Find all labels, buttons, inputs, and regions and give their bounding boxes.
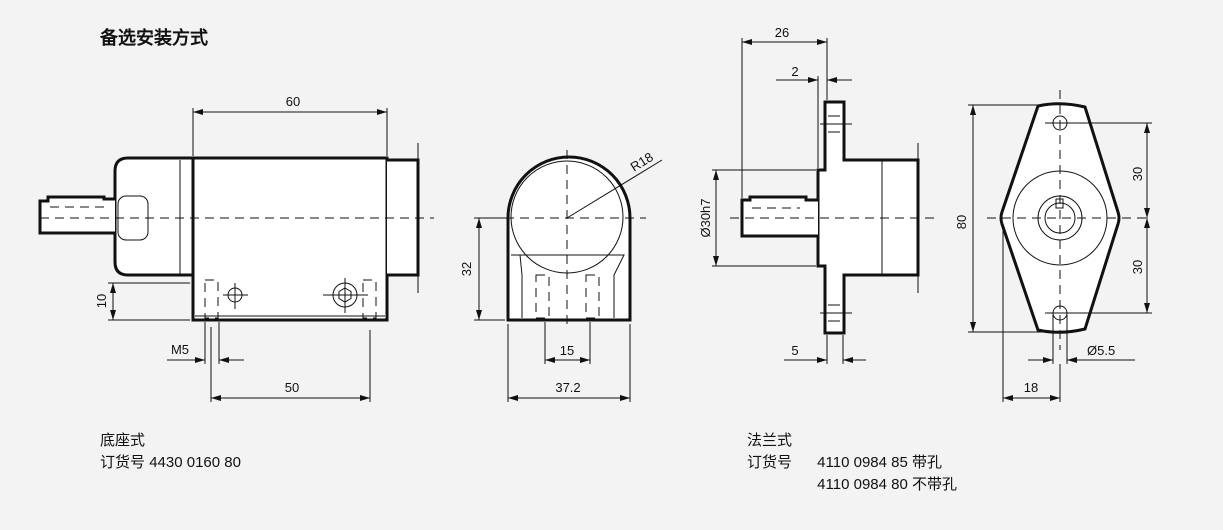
order-number: 4110 0984 85 [817, 454, 908, 471]
order-note: 带孔 [912, 454, 943, 471]
flange-order-row-2: 4110 0984 80 不带孔 [747, 474, 957, 496]
dim-length: 60 [286, 94, 300, 109]
order-number: 4110 0984 80 [817, 476, 908, 493]
dim-center-height: 32 [459, 262, 474, 276]
foot-mount-label: 底座式 [100, 432, 146, 449]
flange-order-row-1: 订货号 4110 0984 85 带孔 [747, 452, 957, 474]
flange-side-view: 26 2 Ø30h7 5 [698, 25, 935, 364]
dim-half-lower: 30 [1130, 260, 1145, 274]
dim-thickness: 5 [791, 343, 798, 358]
foot-mount-side-view: 60 10 M5 50 [38, 94, 434, 402]
dim-hole-offset: 18 [1024, 380, 1038, 395]
flange-mount-caption: 法兰式 订货号 4110 0984 85 带孔 4110 0984 80 不带孔 [747, 430, 957, 496]
dim-slot-spacing: 15 [560, 343, 574, 358]
order-label: 订货号 [100, 454, 146, 471]
dim-height: 10 [94, 294, 109, 308]
flange-front-view: 80 30 30 Ø5.5 18 [954, 90, 1152, 402]
foot-mount-end-view: R18 32 15 37.2 [459, 149, 663, 402]
dim-spigot: Ø30h7 [698, 198, 713, 237]
dim-width: 37.2 [555, 380, 580, 395]
dim-offset: 2 [791, 64, 798, 79]
dim-hole-spacing: 50 [285, 380, 299, 395]
flange-mount-label: 法兰式 [747, 432, 793, 449]
dim-half-upper: 30 [1130, 167, 1145, 181]
dim-depth: 26 [775, 25, 789, 40]
dim-thread: M5 [171, 342, 189, 357]
order-note: 不带孔 [912, 476, 958, 493]
order-label: 订货号 [747, 454, 793, 471]
order-number: 4430 0160 80 [149, 454, 241, 471]
page-title: 备选安装方式 [100, 28, 208, 48]
dim-height: 80 [954, 215, 969, 229]
foot-mount-order: 订货号 4430 0160 80 [100, 452, 241, 474]
dim-hole: Ø5.5 [1087, 343, 1115, 358]
foot-mount-caption: 底座式 订货号 4430 0160 80 [100, 430, 241, 474]
dim-radius: R18 [628, 149, 656, 174]
